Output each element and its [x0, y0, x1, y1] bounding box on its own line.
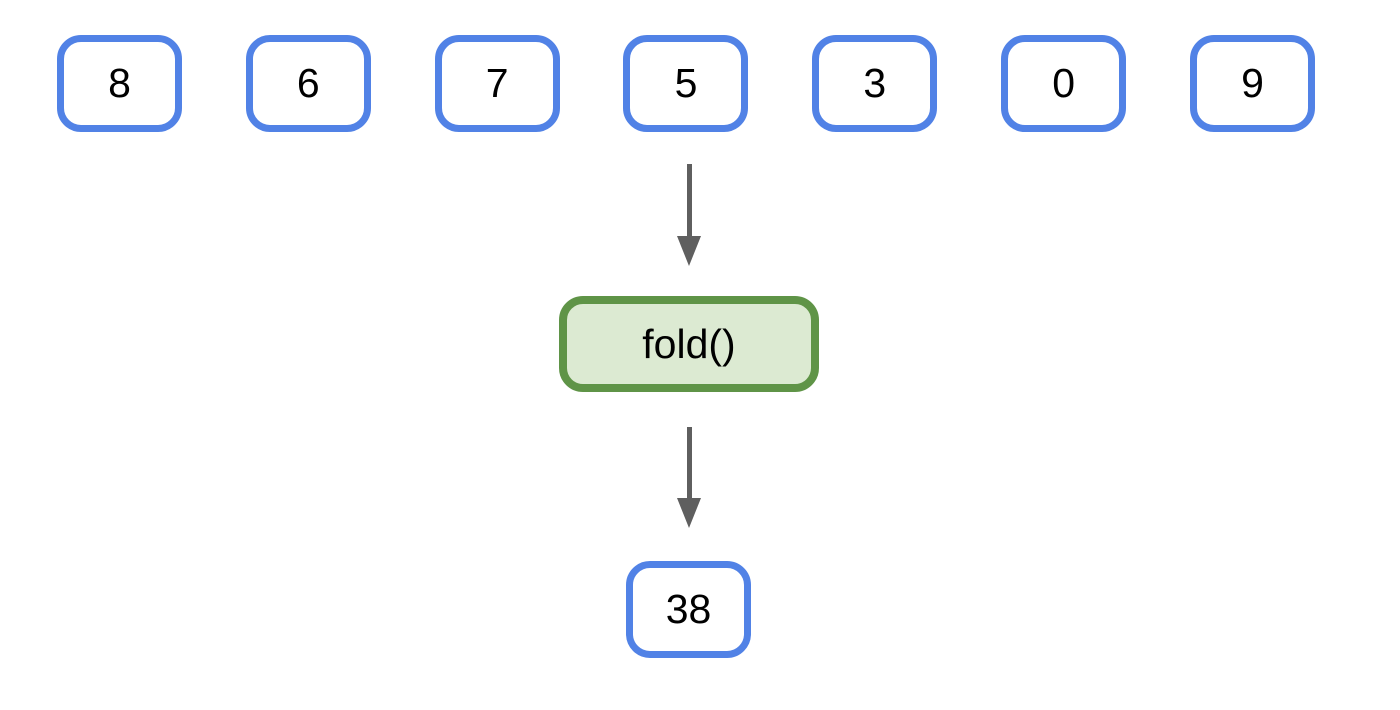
result-value: 38	[665, 586, 712, 632]
down-arrow-icon	[677, 427, 701, 528]
input-value: 5	[674, 60, 698, 106]
input-box: 7	[434, 35, 560, 132]
fold-operation-box: fold()	[559, 296, 819, 392]
input-box: 8	[57, 35, 182, 132]
arrow-head	[677, 236, 701, 266]
input-box: 9	[1189, 35, 1315, 132]
input-value: 0	[1052, 60, 1076, 106]
input-value: 3	[863, 60, 887, 106]
input-value: 9	[1241, 60, 1264, 106]
arrow-shaft	[686, 427, 692, 498]
input-box: 0	[1001, 35, 1127, 132]
input-value: 6	[296, 60, 320, 106]
operation-label: fold()	[642, 320, 736, 367]
input-value: 8	[108, 60, 131, 106]
arrow-head	[677, 498, 701, 528]
input-values-row: 8 6 7 5 3 0 9	[57, 35, 1315, 132]
input-box: 3	[812, 35, 938, 132]
input-value: 7	[485, 60, 509, 106]
arrow-shaft	[686, 164, 692, 236]
down-arrow-icon	[677, 164, 701, 266]
result-box: 38	[626, 561, 751, 658]
input-box: 6	[245, 35, 371, 132]
input-box: 5	[623, 35, 749, 132]
